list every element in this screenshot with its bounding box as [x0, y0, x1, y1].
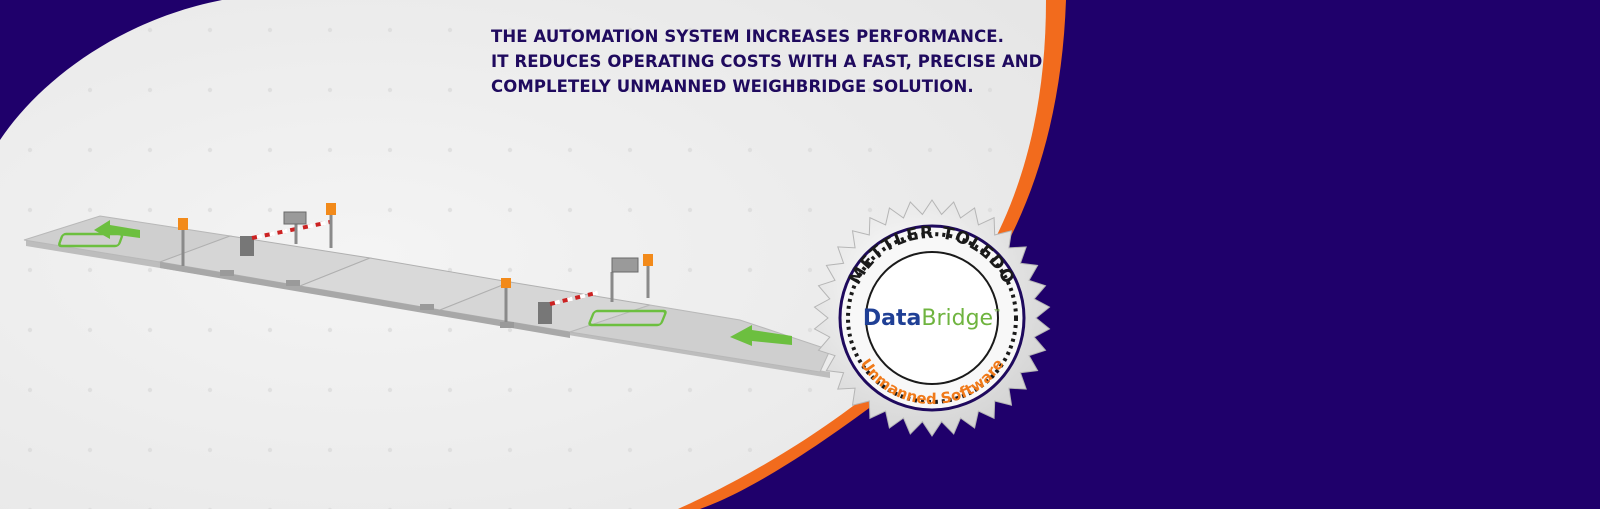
- headline-line-1: THE AUTOMATION SYSTEM INCREASES PERFORMA…: [491, 27, 1005, 46]
- barrier-gate-icon: [240, 220, 331, 256]
- green-arrow-icon: [730, 325, 792, 346]
- weighbridge-illustration: [23, 203, 831, 378]
- headline-line-2: IT REDUCES OPERATING COSTS WITH A FAST, …: [491, 52, 1043, 71]
- seal-product-name: DataBridge™: [863, 306, 1001, 331]
- traffic-light-icon: [643, 254, 653, 298]
- traffic-light-icon: [326, 203, 336, 248]
- card-reader-icon: [610, 257, 639, 302]
- traffic-light-icon: [178, 218, 188, 266]
- headline-line-3: COMPLETELY UNMANNED WEIGHBRIDGE SOLUTION…: [491, 77, 974, 96]
- databridge-seal: METTLER TOLEDO DataBridge™ Unmanned Soft…: [813, 199, 1051, 437]
- headline: THE AUTOMATION SYSTEM INCREASES PERFORMA…: [491, 24, 1051, 99]
- barrier-gate-icon: [538, 290, 601, 324]
- card-reader-icon: [283, 211, 307, 244]
- traffic-light-icon: [501, 278, 511, 322]
